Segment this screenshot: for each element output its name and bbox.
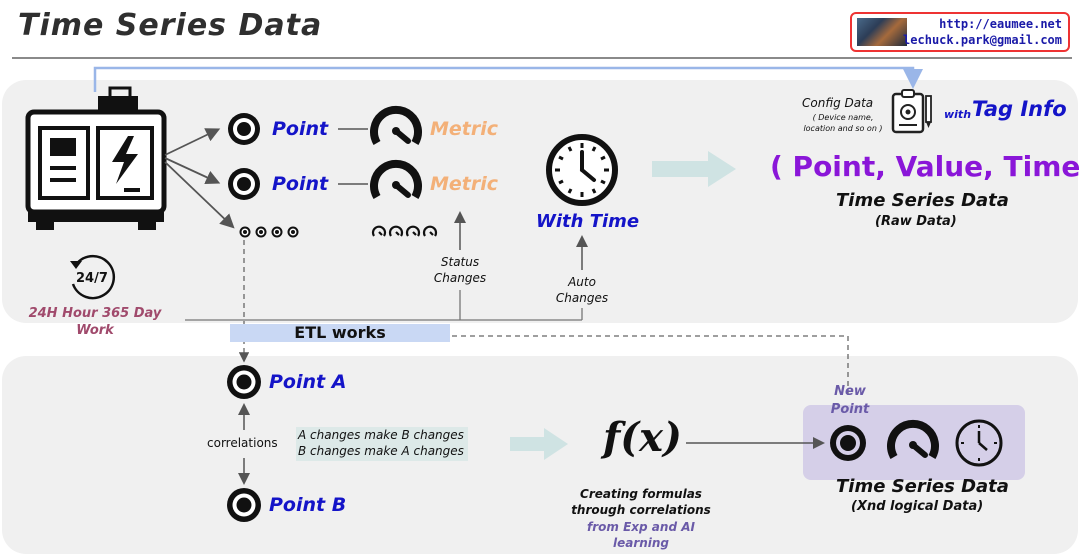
raw-ts-title: Time Series Data: [836, 190, 1009, 211]
correlation-description: A changes make B changes B changes make …: [296, 427, 468, 461]
always-on-badge: 24/7: [76, 271, 108, 286]
etl-works-label: ETL works: [230, 324, 450, 342]
correlation-line-1: A changes make B changes: [298, 428, 464, 442]
clipboard-gear-icon: [891, 89, 925, 134]
gauge-icon: [370, 105, 422, 146]
always-on-label: 24H Hour 365 Day Work: [28, 306, 162, 338]
with-time-label: With Time: [536, 211, 640, 232]
point-a-label: Point A: [269, 371, 347, 393]
page-title: Time Series Data: [18, 8, 323, 43]
new-point-label: New Point: [830, 384, 870, 417]
contact-email[interactable]: lechuck.park@gmail.com: [903, 33, 1062, 47]
formula-sub: from Exp and AI learning: [587, 520, 695, 550]
contact-url[interactable]: http://eaumee.net: [939, 17, 1062, 31]
arrow-right-icon: [652, 151, 736, 187]
config-link-line: [93, 66, 923, 92]
small-gauge-icons: [371, 225, 438, 237]
with-label: with: [944, 108, 972, 121]
point-b-icon: [227, 488, 261, 522]
point-icon: [228, 168, 260, 200]
config-data-label: Config Data: [802, 96, 874, 110]
title-divider: [12, 57, 1072, 59]
gauge-icon: [887, 419, 939, 460]
logical-ts-title: Time Series Data: [836, 476, 1009, 497]
config-data-sub: ( Device name, location and so on ): [803, 113, 883, 133]
tuple-label: ( Point, Value, Time ): [770, 150, 1084, 183]
logical-ts-sub: (Xnd logical Data): [851, 499, 984, 514]
clock-icon: [955, 419, 1003, 467]
auto-changes-label: Auto Changes: [555, 275, 609, 305]
point-icon: [830, 425, 866, 461]
generator-icon: [25, 86, 167, 230]
pen-icon: [925, 95, 932, 128]
function-icon: f(x): [603, 414, 682, 461]
correlation-line-2: B changes make A changes: [298, 444, 464, 458]
point-a-icon: [227, 365, 261, 399]
tag-info-label: Tag Info: [972, 97, 1067, 121]
status-changes-label: Status Changes: [433, 255, 487, 285]
point-label-2: Point: [272, 173, 329, 195]
metric-label-2: Metric: [430, 173, 499, 195]
24-7-icon: [70, 254, 116, 300]
point-icon: [228, 113, 260, 145]
raw-ts-sub: (Raw Data): [875, 214, 957, 229]
gauge-icon: [370, 159, 422, 200]
formula-label: Creating formulas through correlations: [571, 487, 711, 517]
correlations-label: correlations: [207, 436, 278, 450]
clock-icon: [546, 134, 618, 206]
metric-label-1: Metric: [430, 118, 499, 140]
author-avatar: [857, 18, 907, 46]
point-label-1: Point: [272, 118, 329, 140]
small-point-icons: [239, 226, 299, 238]
contact-card: http://eaumee.net lechuck.park@gmail.com: [850, 12, 1070, 52]
point-b-label: Point B: [269, 494, 347, 516]
arrow-right-icon: [510, 428, 568, 460]
